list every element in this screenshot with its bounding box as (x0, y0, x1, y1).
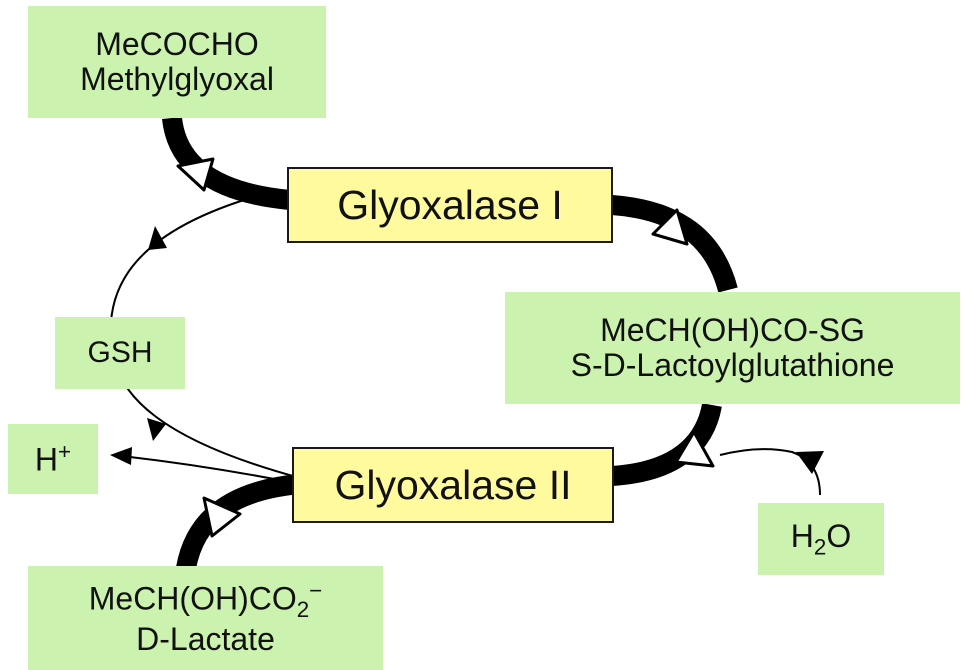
water-box: H2O (758, 503, 884, 575)
lactate-formula: MeCH(OH)CO2− (88, 578, 323, 623)
water-label: H2O (790, 517, 852, 560)
gsh-arrowhead-upper (148, 226, 167, 250)
flux-arrowhead-3 (674, 430, 715, 468)
flux-arrowhead-2 (651, 208, 689, 246)
gsh-arrowhead-lower (147, 418, 166, 441)
methylglyoxal-box: MeCOCHO Methylglyoxal (28, 6, 326, 118)
lactoylglutathione-box: MeCH(OH)CO-SG S-D-Lactoylglutathione (505, 292, 960, 404)
glyoxalase-2-label: Glyoxalase II (334, 461, 572, 508)
lactate-box: MeCH(OH)CO2− D-Lactate (28, 566, 383, 670)
glyoxalase-1-label: Glyoxalase I (337, 181, 563, 228)
flux-glyox2-to-lactate (176, 474, 301, 571)
proton-box: H+ (8, 424, 98, 494)
gsh-box: GSH (55, 317, 185, 389)
proton-arrowhead (110, 447, 132, 465)
water-uptake-line (719, 448, 821, 496)
flux-glyox1-to-lactoylglutathione (611, 195, 738, 293)
lactoylglutathione-name: S-D-Lactoylglutathione (570, 347, 895, 383)
glyoxalase-1-box: Glyoxalase I (287, 167, 613, 243)
lactate-name: D-Lactate (136, 621, 275, 658)
flux-arrowhead-1 (176, 157, 215, 192)
water-arrowhead (796, 451, 824, 474)
flux-methylglyoxal-to-glyox1 (162, 116, 291, 210)
glyoxalase-2-box: Glyoxalase II (292, 447, 614, 523)
gsh-label: GSH (87, 335, 153, 369)
methylglyoxal-formula: MeCOCHO (95, 26, 259, 63)
lactoylglutathione-formula: MeCH(OH)CO-SG (600, 312, 865, 349)
methylglyoxal-name: Methylglyoxal (80, 61, 274, 97)
flux-arrowhead-4 (202, 496, 242, 538)
proton-label: H+ (34, 439, 72, 479)
